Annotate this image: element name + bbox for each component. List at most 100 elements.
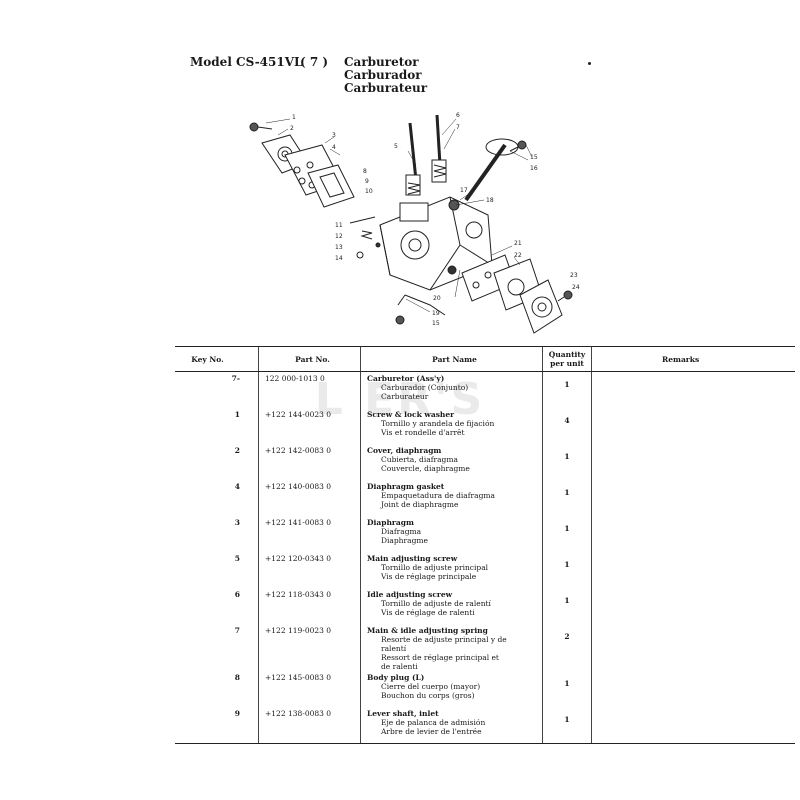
callout-7: 7 bbox=[456, 124, 460, 131]
callout-18: 18 bbox=[486, 197, 494, 204]
key-no: 1 bbox=[234, 410, 240, 419]
quantity: 1 bbox=[564, 488, 570, 497]
header-quantity-line1: Quantity bbox=[548, 350, 586, 359]
callout-21: 21 bbox=[514, 240, 522, 247]
callout-11: 11 bbox=[335, 222, 343, 229]
key-no-cell: 3 bbox=[175, 516, 259, 552]
callout-19: 19 bbox=[432, 310, 440, 317]
quantity: 4 bbox=[564, 416, 570, 425]
key-no: 5 bbox=[234, 554, 240, 563]
part-no: +122 141-0083 0 bbox=[265, 518, 332, 527]
part-name-translation: Bouchon du corps (gros) bbox=[381, 691, 475, 700]
header-key-no: Key No. bbox=[175, 346, 259, 372]
parts-table: Key No. Part No. Part Name Quantity per … bbox=[175, 346, 795, 744]
key-no-cell: 4 bbox=[175, 480, 259, 516]
callout-15b: 15 bbox=[432, 320, 440, 327]
part-name-translation: Empaquetadura de diafragma bbox=[381, 491, 495, 500]
callout-3: 3 bbox=[332, 132, 336, 139]
key-no-cell: 7- bbox=[175, 372, 259, 409]
callout-9: 9 bbox=[365, 178, 369, 185]
callout-2: 2 bbox=[290, 125, 294, 132]
callout-1: 1 bbox=[292, 114, 296, 121]
remarks-cell bbox=[591, 671, 795, 707]
header-quantity-line2: per unit bbox=[550, 359, 584, 368]
header-quantity: Quantity per unit bbox=[542, 346, 592, 372]
quantity-cell: 1 bbox=[542, 516, 592, 552]
title-spanish: Carburador bbox=[344, 68, 422, 82]
quantity: 1 bbox=[564, 452, 570, 461]
key-no-cell: 7 bbox=[175, 624, 259, 671]
part-no-cell: +122 118-0343 0 bbox=[258, 588, 361, 624]
key-no: 7- bbox=[231, 374, 240, 383]
key-no-cell: 2 bbox=[175, 444, 259, 480]
part-name-cell: Carburetor (Ass'y)Carburador (Conjunto)C… bbox=[360, 371, 543, 408]
key-no-cell: 1 bbox=[175, 408, 259, 444]
part-name-translation: Cubierta, diafragma bbox=[381, 455, 458, 464]
quantity: 1 bbox=[564, 380, 570, 389]
header-remarks: Remarks bbox=[591, 346, 795, 372]
part-no-cell: +122 138-0083 0 bbox=[258, 707, 361, 744]
callout-16: 16 bbox=[530, 165, 538, 172]
quantity-cell: 4 bbox=[542, 408, 592, 444]
part-no-cell: +122 140-0083 0 bbox=[258, 480, 361, 516]
key-no: 8 bbox=[234, 673, 240, 682]
table-row: 7 +122 119-0023 0 Main & idle adjusting sp… bbox=[175, 624, 795, 671]
remarks-cell bbox=[591, 588, 795, 624]
key-no: 2 bbox=[234, 446, 240, 455]
quantity-cell: 1 bbox=[542, 552, 592, 588]
stray-dot bbox=[588, 62, 591, 65]
part-name-translation: Carburador (Conjunto) bbox=[381, 383, 469, 392]
key-no-cell: 5 bbox=[175, 552, 259, 588]
quantity-cell: 1 bbox=[542, 371, 592, 408]
part-name: Carburetor (Ass'y) bbox=[367, 374, 445, 383]
remarks-cell bbox=[591, 707, 795, 744]
callout-5: 5 bbox=[394, 143, 398, 150]
callout-20: 20 bbox=[433, 295, 441, 302]
part-name: Diaphragm gasket bbox=[367, 482, 445, 491]
remarks-cell bbox=[591, 516, 795, 552]
quantity-cell: 1 bbox=[542, 588, 592, 624]
part-name: Idle adjusting screw bbox=[367, 590, 453, 599]
key-no-cell: 9 bbox=[175, 707, 259, 744]
model-label: Model CS-451VL bbox=[190, 55, 303, 69]
quantity: 1 bbox=[564, 715, 570, 724]
quantity: 1 bbox=[564, 679, 570, 688]
part-no: +122 144-0023 0 bbox=[265, 410, 332, 419]
table-header-row: Key No. Part No. Part Name Quantity per … bbox=[175, 346, 795, 372]
part-name-translation: Arbre de levier de l'entrée bbox=[381, 727, 482, 736]
key-no: 7 bbox=[234, 626, 240, 635]
quantity-cell: 1 bbox=[542, 707, 592, 744]
callout-8: 8 bbox=[363, 168, 367, 175]
key-no: 9 bbox=[234, 709, 240, 718]
remarks-cell bbox=[591, 408, 795, 444]
quantity-cell: 2 bbox=[542, 624, 592, 671]
part-name: Diaphragm bbox=[367, 518, 414, 527]
header-part-no: Part No. bbox=[258, 346, 361, 372]
key-no: 6 bbox=[234, 590, 240, 599]
carburetor-exploded-diagram: 1 2 3 4 5 6 7 8 9 10 11 12 13 14 15 16 1… bbox=[249, 112, 580, 334]
part-name-translation: Tornillo de adjuste principal bbox=[381, 563, 489, 572]
key-no-cell: 6 bbox=[175, 588, 259, 624]
part-no: +122 142-0083 0 bbox=[265, 446, 332, 455]
part-name-translation: Vis de réglage principale bbox=[381, 572, 477, 581]
callout-13: 13 bbox=[335, 244, 343, 251]
callout-14: 14 bbox=[335, 255, 343, 262]
quantity: 1 bbox=[564, 596, 570, 605]
quantity-cell: 1 bbox=[542, 444, 592, 480]
callout-24: 24 bbox=[572, 284, 580, 291]
part-name-translation: Tornillo y arandela de fijación bbox=[381, 419, 495, 428]
quantity: 1 bbox=[564, 560, 570, 569]
part-no: +122 119-0023 0 bbox=[265, 626, 332, 635]
